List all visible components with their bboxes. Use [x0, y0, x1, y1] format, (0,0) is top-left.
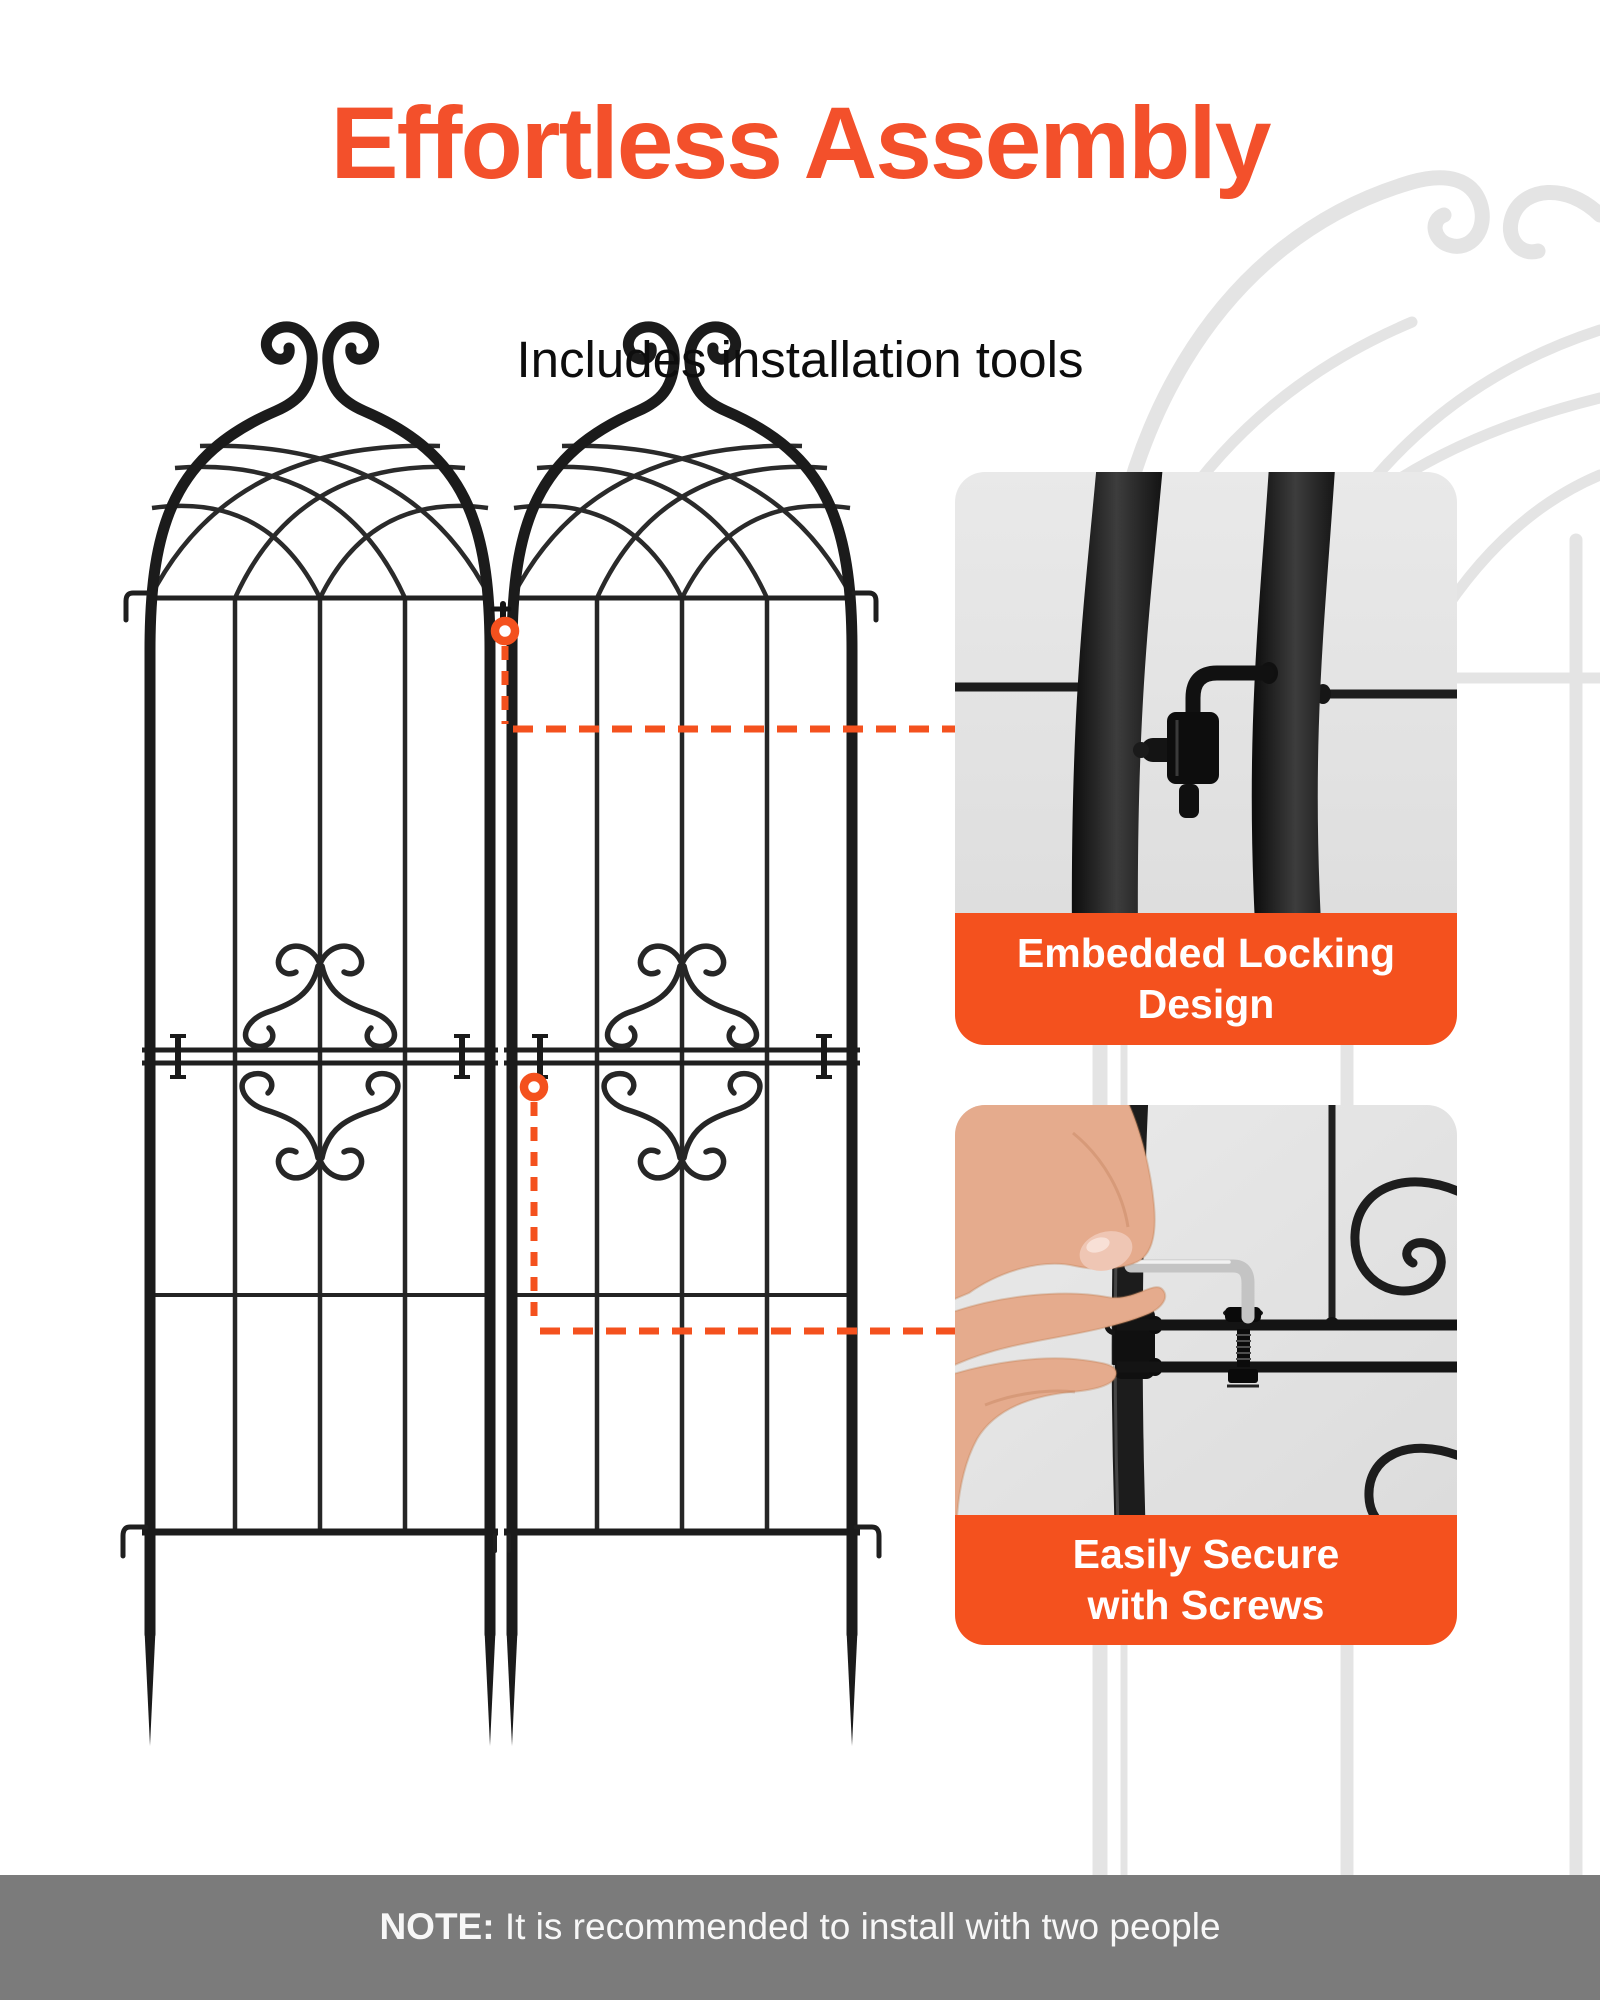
callout-label-easily-secure: Easily Secure with Screws	[955, 1515, 1457, 1645]
hex-key	[1124, 1259, 1255, 1324]
note-bar: NOTE: It is recommended to install with …	[0, 1875, 1600, 2000]
callout-card-embedded-locking: Embedded Locking Design	[955, 472, 1457, 1045]
callout-marker-locking	[490, 616, 520, 646]
note-text: NOTE: It is recommended to install with …	[379, 1905, 1220, 1949]
hand-upper	[955, 1105, 1167, 1366]
note-prefix: NOTE:	[379, 1906, 495, 1947]
callout-leaders	[501, 646, 958, 1335]
screw-install-photo	[955, 1105, 1457, 1515]
right-frame-tube	[1251, 472, 1335, 913]
locking-pin-photo	[955, 472, 1457, 913]
page-title: Effortless Assembly	[330, 86, 1272, 200]
hand-lower	[955, 1357, 1118, 1515]
callout-marker-screws	[519, 1072, 549, 1102]
scroll-ornament-lower	[1364, 1443, 1457, 1515]
lock-pin	[1179, 784, 1199, 818]
screw-nut	[1228, 1369, 1258, 1383]
trellis-panel-right	[504, 327, 860, 1746]
trellis-hooks	[120, 590, 882, 1559]
scroll-ornament	[1350, 1177, 1457, 1296]
note-body: It is recommended to install with two pe…	[504, 1906, 1221, 1947]
lock-connector-bar	[1185, 665, 1275, 726]
page-subtitle: Includes installation tools	[516, 331, 1084, 388]
lock-sleeve	[1167, 712, 1219, 784]
callout-card-easily-secure: Easily Secure with Screws	[955, 1105, 1457, 1645]
callout-label-embedded-locking: Embedded Locking Design	[955, 913, 1457, 1045]
trellis-panel-left	[142, 327, 498, 1746]
left-frame-tube	[1071, 472, 1163, 913]
